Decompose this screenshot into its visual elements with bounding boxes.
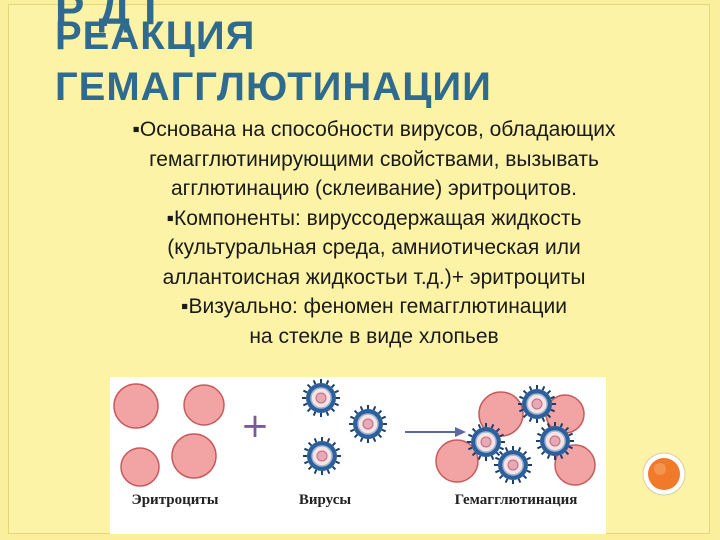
caption-viruses: Вирусы [299,492,351,508]
erythrocyte-icon [435,439,479,483]
body-line: на стекле в виде хлопьев [249,324,499,348]
title-line-2: ГЕМАГГЛЮТИНАЦИИ [55,65,492,109]
title-line-1: РЕАКЦИЯ [55,14,256,58]
virus-icon [302,436,342,476]
virus-icon [348,404,388,444]
erythrocyte-icon [554,444,596,486]
orange-circle-icon [642,452,686,496]
virus-icon [493,445,533,485]
erythrocyte-icon [113,383,159,429]
body-line: агглютинацию (склеивание) эритроцитов. [171,177,577,200]
virus-icon [517,384,557,424]
plus-icon: + [241,406,270,446]
body-line: гемагглютинирующими свойствами, вызывать [149,147,599,171]
virus-icon [301,378,341,418]
hemagglutination-diagram: + [110,377,606,534]
caption-hemagglutination: Гемагглютинация [455,492,578,508]
body-line: ▪Компоненты: вируссодержащая жидкость [166,206,582,230]
body-line: ▪Визуально: феномен гемагглютинации [181,295,567,318]
body-line: аллантоисная жидкостьи т.д.)+ эритроциты [162,265,586,289]
cut-off-title-fragment: Р Д Г [55,0,171,34]
erythrocyte-icon [183,384,225,426]
virus-icon [466,422,506,462]
erythrocyte-icon [171,433,217,479]
body-text: ▪Основана на способности вирусов, облада… [39,115,709,351]
body-line: (культуральная среда, амниотическая или [167,236,581,259]
arrow-right-icon [405,427,466,437]
erythrocyte-icon [120,447,160,487]
caption-erythrocytes: Эритроциты [132,492,219,508]
body-line: ▪Основана на способности вирусов, облада… [132,118,616,141]
virus-icon [535,421,575,461]
